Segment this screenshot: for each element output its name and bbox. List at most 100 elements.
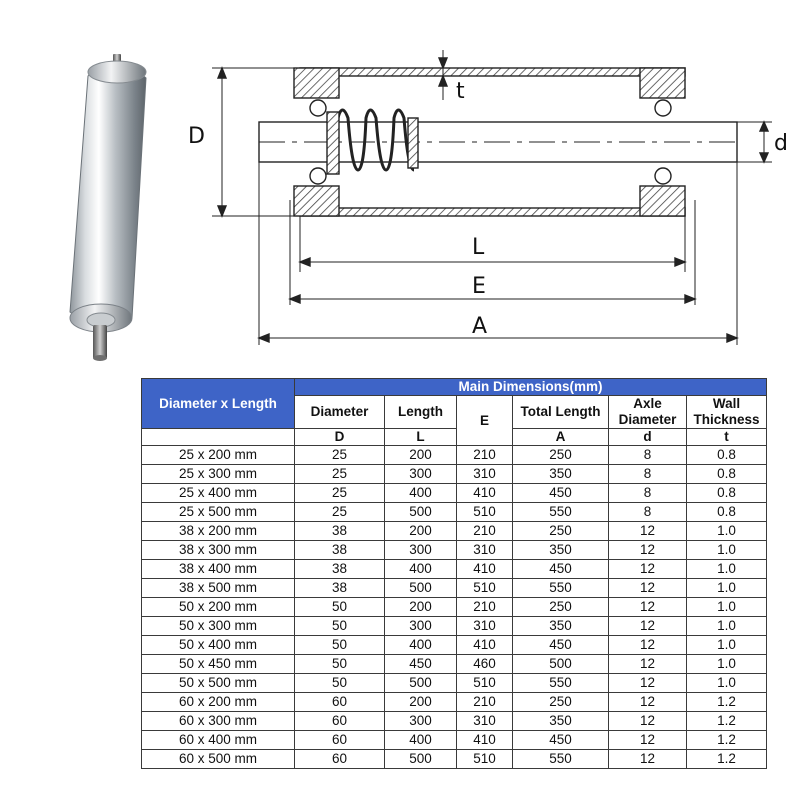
col-symbol-L: L [384,428,457,446]
cell-diameter-length: 50 x 200 mm [141,597,295,617]
cell-e: 510 [456,578,513,598]
cell-diameter: 60 [294,749,385,769]
cell-axle-diameter: 8 [608,445,687,465]
cell-diameter-length: 50 x 300 mm [141,616,295,636]
cell-total-length: 350 [512,616,609,636]
cell-axle-diameter: 12 [608,749,687,769]
col-symbol-t: t [686,428,767,446]
cell-wall-thickness: 1.0 [686,540,767,560]
cell-e: 510 [456,749,513,769]
cell-diameter-length: 60 x 300 mm [141,711,295,731]
cell-diameter-length: 50 x 400 mm [141,635,295,655]
cell-e: 410 [456,730,513,750]
col-header-length: Length [384,395,457,429]
cell-axle-diameter: 12 [608,597,687,617]
col-symbol-A: A [512,428,609,446]
cell-diameter: 38 [294,559,385,579]
cell-e: 310 [456,616,513,636]
label-d: d [774,131,788,156]
cell-wall-thickness: 1.0 [686,578,767,598]
cell-total-length: 450 [512,730,609,750]
dimensions-table-container: Diameter x Length Main Dimensions(mm) Di… [141,378,767,769]
cell-e: 460 [456,654,513,674]
cell-wall-thickness: 1.2 [686,692,767,712]
cell-diameter: 25 [294,502,385,522]
cell-e: 310 [456,540,513,560]
cell-axle-diameter: 12 [608,692,687,712]
cell-total-length: 250 [512,597,609,617]
cell-wall-thickness: 1.0 [686,559,767,579]
cell-diameter: 50 [294,654,385,674]
label-D: D [188,124,205,149]
cell-total-length: 550 [512,749,609,769]
cell-diameter: 50 [294,616,385,636]
cell-total-length: 450 [512,559,609,579]
cell-total-length: 450 [512,635,609,655]
cell-e: 210 [456,692,513,712]
label-E: E [472,274,486,299]
roller-photo [69,54,147,361]
cell-e: 410 [456,483,513,503]
col-symbol-D: D [294,428,385,446]
cell-wall-thickness: 1.0 [686,654,767,674]
cell-diameter: 60 [294,711,385,731]
cell-e: 410 [456,635,513,655]
cell-axle-diameter: 12 [608,635,687,655]
cell-diameter: 60 [294,692,385,712]
cell-length: 300 [384,711,457,731]
cell-diameter: 38 [294,521,385,541]
row-header-blank [141,428,295,446]
cell-wall-thickness: 1.2 [686,749,767,769]
cell-axle-diameter: 12 [608,654,687,674]
cell-length: 300 [384,540,457,560]
cell-e: 210 [456,521,513,541]
cell-e: 310 [456,464,513,484]
cell-wall-thickness: 1.2 [686,730,767,750]
cell-length: 450 [384,654,457,674]
cell-length: 200 [384,597,457,617]
cell-total-length: 250 [512,445,609,465]
cell-diameter: 25 [294,483,385,503]
cell-e: 410 [456,559,513,579]
cell-e: 210 [456,597,513,617]
label-L: L [472,235,485,260]
cell-diameter: 25 [294,445,385,465]
cell-total-length: 550 [512,578,609,598]
cell-diameter: 25 [294,464,385,484]
col-header-axle-diameter: Axle Diameter [608,395,687,429]
cell-diameter: 38 [294,540,385,560]
cell-e: 310 [456,711,513,731]
cell-diameter-length: 38 x 400 mm [141,559,295,579]
cell-axle-diameter: 12 [608,559,687,579]
cell-total-length: 250 [512,692,609,712]
cell-axle-diameter: 12 [608,540,687,560]
cell-length: 500 [384,749,457,769]
cell-axle-diameter: 12 [608,521,687,541]
cell-axle-diameter: 8 [608,502,687,522]
cell-axle-diameter: 8 [608,483,687,503]
cell-e: 510 [456,673,513,693]
cell-wall-thickness: 1.0 [686,673,767,693]
cell-total-length: 550 [512,502,609,522]
cell-e: 210 [456,445,513,465]
cell-diameter-length: 60 x 500 mm [141,749,295,769]
cell-diameter-length: 25 x 500 mm [141,502,295,522]
col-header-e: E [456,395,513,446]
cell-wall-thickness: 1.2 [686,711,767,731]
cell-axle-diameter: 12 [608,616,687,636]
cell-diameter: 60 [294,730,385,750]
cell-diameter-length: 38 x 300 mm [141,540,295,560]
col-header-total-length: Total Length [512,395,609,429]
cell-length: 200 [384,521,457,541]
cell-axle-diameter: 8 [608,464,687,484]
row-header: Diameter x Length [141,378,295,429]
label-t: t [456,79,465,104]
cell-diameter-length: 50 x 450 mm [141,654,295,674]
cell-total-length: 350 [512,464,609,484]
cell-length: 200 [384,692,457,712]
cell-diameter: 38 [294,578,385,598]
